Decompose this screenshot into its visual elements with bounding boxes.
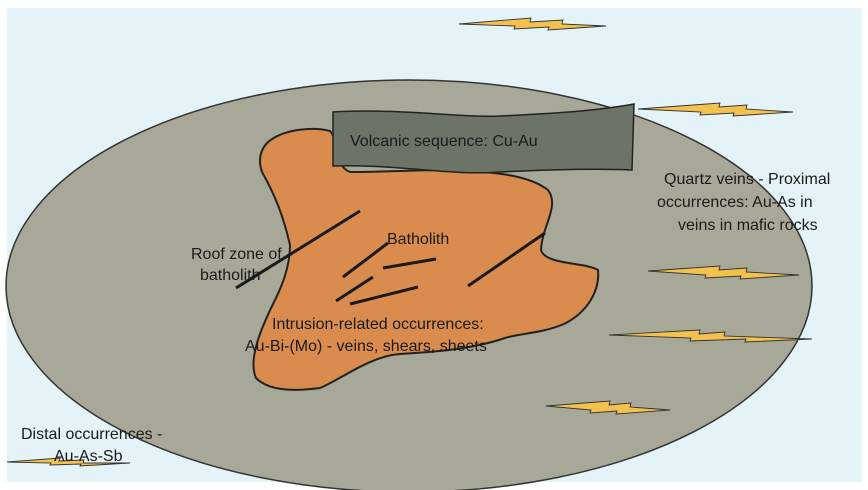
quartz-vein-icon <box>638 103 793 116</box>
distal-label-line2: Au-As-Sb <box>54 448 123 465</box>
intrusion-label-line2: Au-Bi-(Mo) - veins, shears, sheets <box>245 338 487 355</box>
volcanic-sequence-label: Volcanic sequence: Cu-Au <box>350 133 538 150</box>
roof-zone-label-line1: Roof zone of <box>191 246 282 263</box>
roof-zone-label-line2: batholith <box>200 267 261 284</box>
distal-label-line1: Distal occurrences - <box>21 426 162 443</box>
quartz-vein-icon <box>459 18 606 30</box>
proximal-label-line2: occurrences: Au-As in <box>657 194 813 211</box>
batholith-label: Batholith <box>387 231 449 248</box>
proximal-label-line3: veins in mafic rocks <box>678 217 818 234</box>
intrusion-label-line1: Intrusion-related occurrences: <box>272 316 484 333</box>
proximal-label-line1: Quartz veins - Proximal <box>664 171 830 188</box>
